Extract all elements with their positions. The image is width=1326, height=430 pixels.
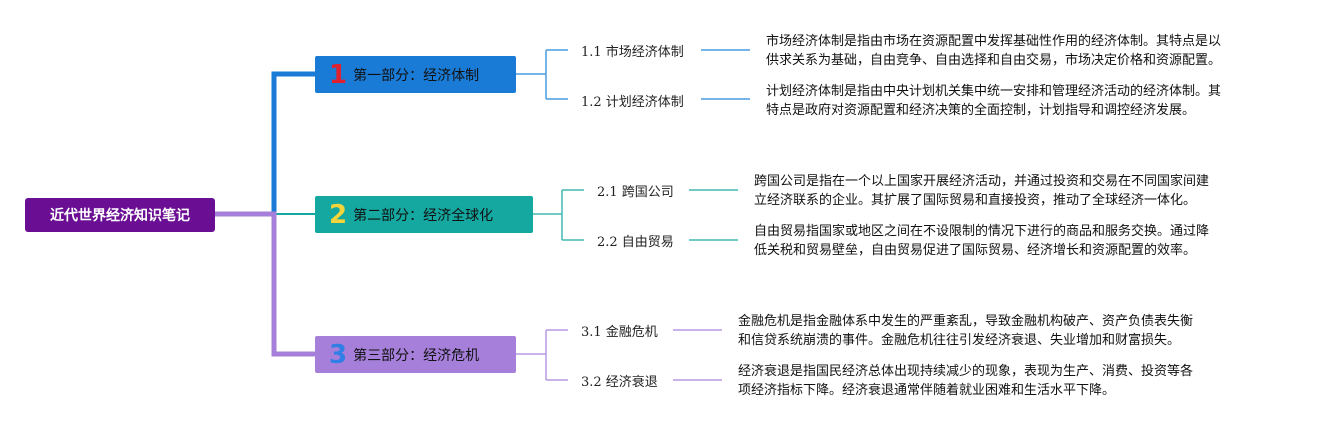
branch-node-2[interactable]: 2 第二部分：经济全球化 bbox=[315, 196, 533, 233]
leaf-label: 1.1 市场经济体制 bbox=[581, 44, 684, 60]
description-line: 和信贷系统崩溃的事件。金融危机往往引发经济衰退、失业增加和财富损失。 bbox=[738, 333, 1181, 348]
description-1-2: 计划经济体制是指由中央计划机关集中统一安排和管理经济活动的经济体制。其 特点是政… bbox=[766, 82, 1221, 120]
connector-root-branch-3 bbox=[215, 211, 315, 357]
description-1-1: 市场经济体制是指由市场在资源配置中发挥基础性作用的经济体制。其特点是以 供求关系… bbox=[766, 32, 1221, 70]
description-line: 特点是政府对资源配置和经济决策的全面控制，计划指导和调控经济发展。 bbox=[766, 103, 1196, 118]
leaf-node-1-1[interactable]: 1.1 市场经济体制 bbox=[581, 41, 684, 60]
branch-number-2: 2 bbox=[329, 199, 348, 230]
branch-node-3[interactable]: 3 第三部分：经济危机 bbox=[315, 336, 516, 373]
root-label: 近代世界经济知识笔记 bbox=[50, 208, 190, 224]
description-line: 计划经济体制是指由中央计划机关集中统一安排和管理经济活动的经济体制。其 bbox=[766, 84, 1222, 99]
leaf-node-2-2[interactable]: 2.2 自由贸易 bbox=[597, 231, 674, 250]
description-2-1: 跨国公司是指在一个以上国家开展经济活动，并通过投资和交易在不同国家间建 立经济联… bbox=[754, 172, 1209, 210]
description-line: 自由贸易指国家或地区之间在不设限制的情况下进行的商品和服务交换。通过降 bbox=[754, 224, 1210, 239]
description-line: 供求关系为基础，自由竞争、自由选择和自由交易，市场决定价格和资源配置。 bbox=[766, 53, 1222, 68]
description-2-2: 自由贸易指国家或地区之间在不设限制的情况下进行的商品和服务交换。通过降 低关税和… bbox=[754, 222, 1209, 260]
leaf-label: 3.2 经济衰退 bbox=[581, 374, 658, 390]
branch-label-1: 第一部分：经济体制 bbox=[353, 67, 480, 84]
description-3-1: 金融危机是指金融体系中发生的严重紊乱，导致金融机构破产、资产负债表失衡 和信贷系… bbox=[738, 312, 1193, 350]
leaf-node-2-1[interactable]: 2.1 跨国公司 bbox=[597, 181, 674, 200]
description-line: 跨国公司是指在一个以上国家开展经济活动，并通过投资和交易在不同国家间建 bbox=[754, 174, 1210, 189]
description-line: 项经济指标下降。经济衰退通常伴随着就业困难和生活水平下降。 bbox=[738, 383, 1116, 398]
connector-branch-1-leaves bbox=[516, 49, 568, 100]
branch-number-3: 3 bbox=[329, 339, 348, 370]
description-line: 金融危机是指金融体系中发生的严重紊乱，导致金融机构破产、资产负债表失衡 bbox=[738, 314, 1194, 329]
leaf-label: 2.2 自由贸易 bbox=[597, 234, 674, 250]
leaf-label: 2.1 跨国公司 bbox=[597, 184, 674, 200]
connector-root-branch-1 bbox=[215, 71, 315, 217]
leaf-label: 3.1 金融危机 bbox=[581, 324, 658, 340]
leaf-label: 1.2 计划经济体制 bbox=[581, 94, 684, 110]
description-line: 低关税和贸易壁垒，自由贸易促进了国际贸易、经济增长和资源配置的效率。 bbox=[754, 243, 1197, 258]
leaf-node-1-2[interactable]: 1.2 计划经济体制 bbox=[581, 91, 684, 110]
branch-number-1: 1 bbox=[329, 59, 348, 90]
leaf-node-3-2[interactable]: 3.2 经济衰退 bbox=[581, 371, 658, 390]
branch-label-2: 第二部分：经济全球化 bbox=[353, 207, 494, 224]
branch-node-1[interactable]: 1 第一部分：经济体制 bbox=[315, 56, 516, 93]
connector-branch-2-leaves bbox=[533, 189, 584, 241]
description-line: 经济衰退是指国民经济总体出现持续减少的现象，表现为生产、消费、投资等各 bbox=[738, 364, 1194, 379]
description-line: 市场经济体制是指由市场在资源配置中发挥基础性作用的经济体制。其特点是以 bbox=[766, 34, 1222, 49]
root-node[interactable]: 近代世界经济知识笔记 bbox=[25, 198, 215, 232]
branch-label-3: 第三部分：经济危机 bbox=[353, 347, 480, 364]
description-3-2: 经济衰退是指国民经济总体出现持续减少的现象，表现为生产、消费、投资等各 项经济指… bbox=[738, 362, 1193, 400]
description-line: 立经济联系的企业。其扩展了国际贸易和直接投资，推动了全球经济一体化。 bbox=[754, 193, 1197, 208]
connector-branch-3-leaves bbox=[516, 329, 568, 381]
leaf-node-3-1[interactable]: 3.1 金融危机 bbox=[581, 321, 658, 340]
